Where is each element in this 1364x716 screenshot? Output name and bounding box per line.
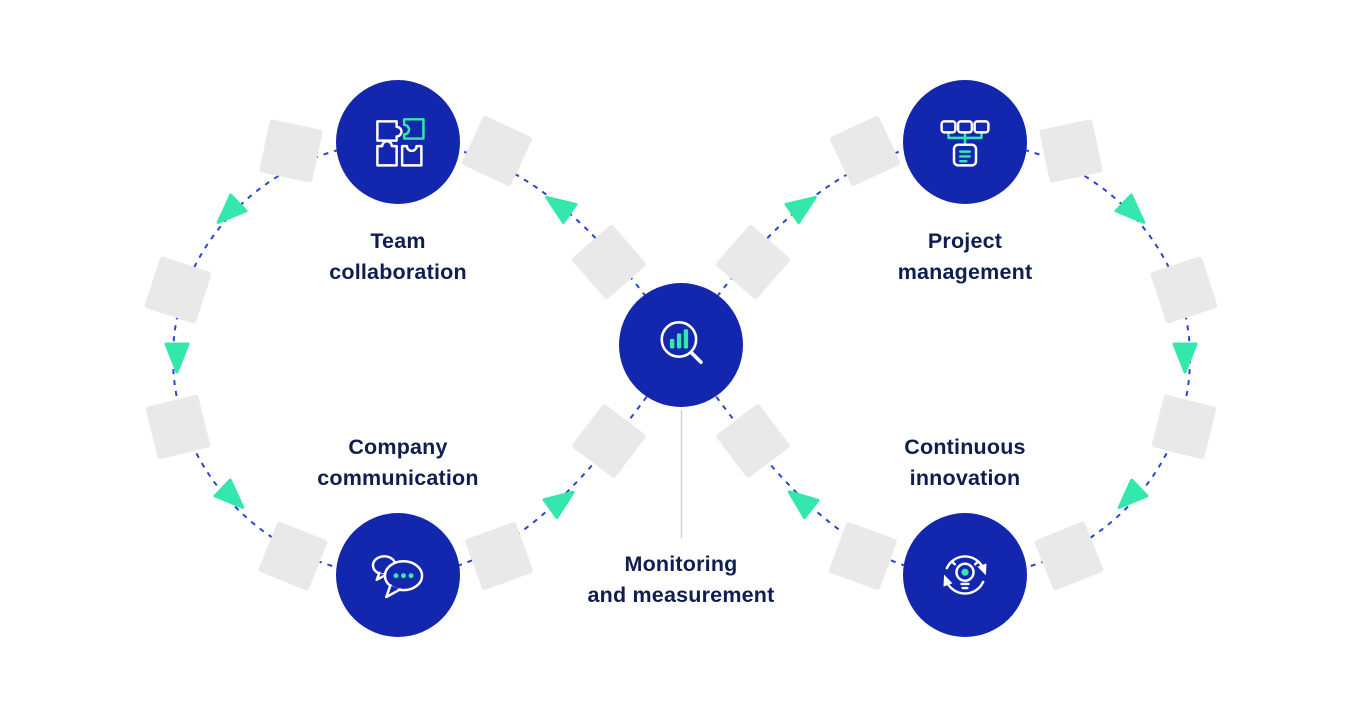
decor-square xyxy=(258,521,328,591)
decor-square xyxy=(716,225,790,299)
flow-arrow xyxy=(784,195,817,224)
flow-arrow xyxy=(213,478,245,509)
decor-squares xyxy=(144,116,1218,591)
decor-square xyxy=(572,404,646,478)
decor-square xyxy=(1151,394,1217,460)
lightbulb-refresh-icon xyxy=(943,555,987,595)
decor-square xyxy=(716,404,790,478)
flow-arrow xyxy=(1117,478,1149,509)
decor-square xyxy=(145,394,211,460)
decor-square xyxy=(144,256,212,324)
decor-square xyxy=(829,522,897,590)
flow-arrows xyxy=(164,193,1198,520)
decor-square xyxy=(259,119,323,183)
label-continuous-innovation: Continuous innovation xyxy=(904,435,1026,490)
node-project-management xyxy=(903,80,1027,204)
left-loop-path xyxy=(171,140,673,578)
decor-square xyxy=(1039,119,1103,183)
flow-arrow xyxy=(787,490,820,520)
decor-square xyxy=(465,522,533,590)
decor-square xyxy=(1034,521,1104,591)
label-team-collaboration: Team collaboration xyxy=(329,229,467,284)
flow-arrow xyxy=(542,490,575,520)
flow-arrow xyxy=(1114,193,1146,224)
chat-bubbles-icon xyxy=(371,555,424,599)
org-chart-icon xyxy=(940,120,990,167)
node-continuous-innovation xyxy=(903,513,1027,637)
decor-square xyxy=(572,225,646,299)
label-company-communication: Company communication xyxy=(317,435,479,490)
node-team-collaboration xyxy=(336,80,460,204)
flow-arrow xyxy=(164,342,190,374)
magnifier-bar-chart-icon xyxy=(660,321,703,364)
flow-arrow xyxy=(216,193,248,224)
node-company-communication xyxy=(336,513,460,637)
flow-arrow xyxy=(545,195,578,224)
puzzle-icon xyxy=(376,118,425,167)
label-monitoring-measurement: Monitoring and measurement xyxy=(587,552,775,607)
flow-arrow xyxy=(1172,342,1198,374)
label-project-management: Project management xyxy=(897,229,1033,284)
node-monitoring-measurement xyxy=(619,283,743,407)
decor-square xyxy=(830,116,900,186)
decor-square xyxy=(462,116,532,186)
right-loop-path xyxy=(690,140,1192,578)
decor-square xyxy=(1150,256,1218,324)
